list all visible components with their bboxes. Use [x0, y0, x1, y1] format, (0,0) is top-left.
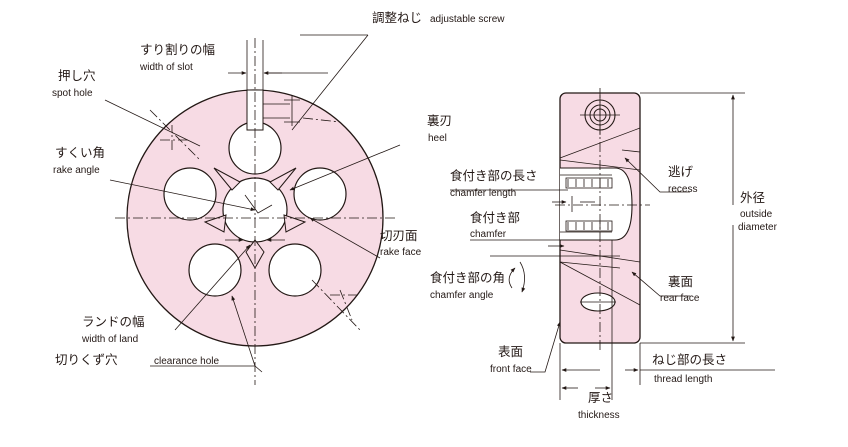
- rear-face-en: rear face: [660, 293, 700, 304]
- thickness-en: thickness: [578, 410, 620, 421]
- front-view: [104, 34, 401, 385]
- rear-face-jp: 裏面: [668, 274, 693, 289]
- rake-angle-en: rake angle: [53, 165, 100, 176]
- heel-en: heel: [428, 133, 447, 144]
- land-left: [203, 214, 227, 233]
- chamfer-length-en: chamfer length: [450, 188, 516, 199]
- recess-en: recess: [668, 184, 697, 195]
- clearance-hole-en: clearance hole: [154, 356, 219, 367]
- outside-diameter-jp: 外径: [740, 190, 765, 205]
- labels: 調整ねじ adjustable screw すり割りの幅 width of sl…: [52, 10, 778, 421]
- clearance-hole-jp: 切りくず穴: [55, 352, 118, 367]
- thread-length-en: thread length: [654, 374, 712, 385]
- bore: [560, 167, 633, 241]
- thread-length-jp: ねじ部の長さ: [652, 352, 727, 367]
- chamfer-en: chamfer: [470, 229, 507, 240]
- land-top-right: [269, 167, 297, 191]
- rake-face-jp: 切刃面: [380, 228, 418, 243]
- adjustable-screw-jp: 調整ねじ: [372, 10, 422, 25]
- chamfer-angle-en: chamfer angle: [430, 290, 494, 301]
- land-right: [283, 214, 307, 233]
- rake-face-en: rake face: [380, 247, 422, 258]
- chamfer-jp: 食付き部: [470, 210, 520, 225]
- width-of-land-en: width of land: [81, 334, 138, 345]
- side-view: [450, 88, 775, 400]
- width-of-land-jp: ランドの幅: [82, 314, 145, 329]
- adjustable-screw-en: adjustable screw: [430, 14, 505, 25]
- recess-jp: 逃げ: [668, 164, 694, 179]
- thickness-jp: 厚さ: [588, 390, 613, 405]
- rake-angle-jp: すくい角: [55, 145, 105, 160]
- width-of-slot-jp: すり割りの幅: [140, 42, 215, 57]
- chamfer-length-jp: 食付き部の長さ: [450, 168, 538, 183]
- front-face-jp: 表面: [498, 344, 523, 359]
- front-face-en: front face: [490, 364, 532, 375]
- width-of-slot-en: width of slot: [139, 62, 193, 73]
- outside-diameter-en-1: outside: [740, 209, 773, 220]
- outside-diameter-en-2: diameter: [738, 222, 778, 233]
- land-top-left: [213, 167, 241, 191]
- spot-hole-en: spot hole: [52, 88, 93, 99]
- chamfer-angle-jp: 食付き部の角: [430, 270, 505, 285]
- spot-hole-jp: 押し穴: [58, 68, 96, 83]
- heel-jp: 裏刃: [427, 113, 452, 128]
